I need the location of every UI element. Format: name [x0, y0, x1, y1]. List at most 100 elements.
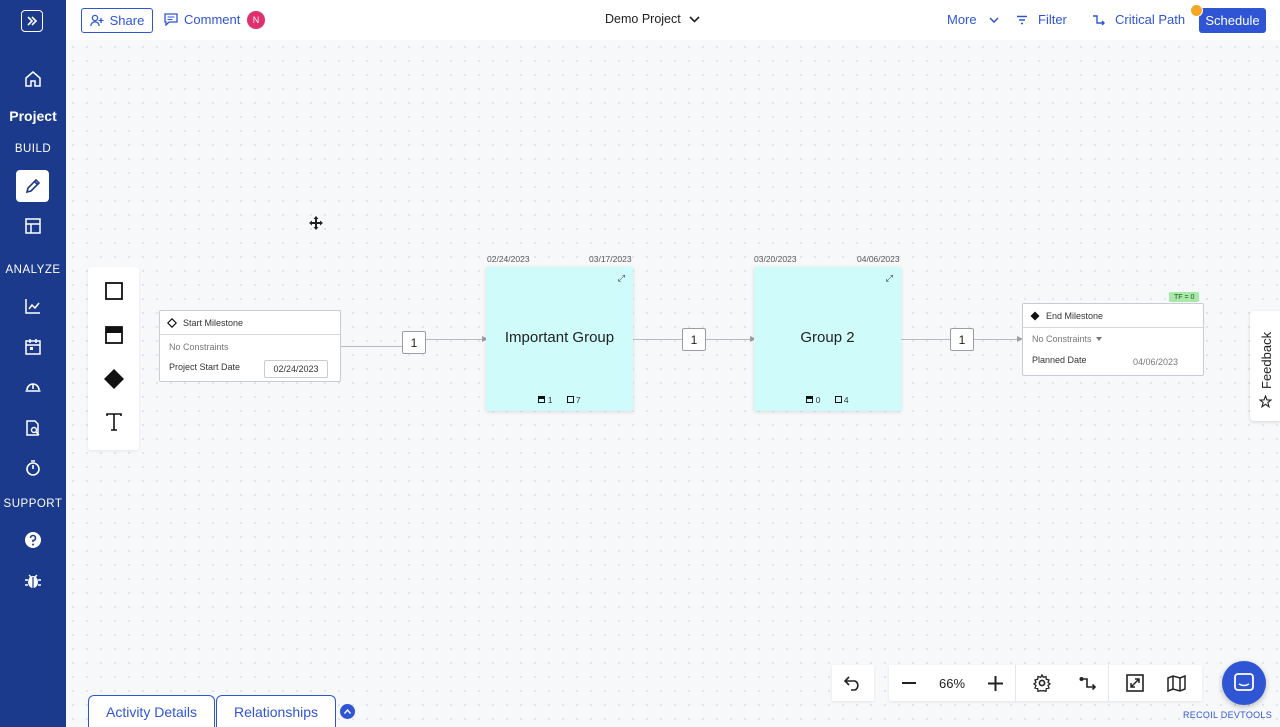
expand-icon[interactable]: ⤢	[885, 273, 893, 283]
shape-toolbox	[88, 267, 139, 450]
undo-group	[832, 665, 874, 701]
sidebar-item-layout[interactable]	[0, 217, 66, 235]
lag-box-2[interactable]: 1	[682, 328, 706, 351]
group-card-important[interactable]: ⤢ Important Group 1 7	[486, 267, 633, 411]
tool-activity[interactable]	[88, 282, 139, 300]
group1-end-date: 03/17/2023	[589, 254, 632, 264]
canvas-controls: 66%	[889, 665, 1202, 701]
start-milestone-card[interactable]: Start Milestone No Constraints Project S…	[159, 310, 341, 382]
comment-button[interactable]: Comment	[164, 12, 240, 27]
end-milestone-title: End Milestone	[1046, 310, 1104, 321]
activity-count: 4	[834, 395, 849, 405]
start-milestone-header: Start Milestone	[160, 311, 340, 335]
sidebar-item-timer[interactable]	[0, 459, 66, 477]
minimap-button[interactable]	[1161, 665, 1191, 701]
critical-path-button[interactable]: Critical Path	[1092, 12, 1185, 27]
critical-path-icon	[1093, 14, 1105, 25]
arrow-right-icon	[482, 336, 488, 342]
end-milestone-card[interactable]: End Milestone No Constraints Planned Dat…	[1022, 303, 1204, 376]
start-constraint: No Constraints	[169, 342, 229, 352]
critical-path-toggle[interactable]	[1068, 665, 1108, 701]
text-icon	[105, 413, 122, 431]
comment-icon	[164, 13, 178, 26]
divider	[1015, 665, 1016, 701]
chat-button[interactable]	[1222, 661, 1266, 705]
tab-activity-details[interactable]: Activity Details	[88, 695, 215, 727]
tool-text[interactable]	[88, 413, 139, 431]
sidebar-item-report[interactable]	[0, 419, 66, 437]
group-box-icon	[538, 396, 546, 403]
undo-button[interactable]	[832, 665, 872, 701]
total-float-badge: TF = 0	[1169, 292, 1200, 302]
tool-milestone[interactable]	[88, 369, 139, 389]
diamond-outline-icon	[167, 317, 177, 328]
expand-icon[interactable]: ⤢	[617, 273, 625, 283]
sidebar-item-edit[interactable]	[16, 170, 49, 202]
group-card-2[interactable]: ⤢ Group 2 0 4	[754, 267, 901, 411]
expand-panel-button[interactable]	[340, 704, 355, 719]
chat-icon	[1234, 673, 1254, 691]
group-box-icon	[104, 326, 123, 344]
critical-path-icon	[1079, 676, 1096, 690]
sidebar-item-safety[interactable]	[0, 378, 66, 396]
sidebar-section-build: BUILD	[14, 143, 52, 155]
recoil-devtools-link[interactable]: RECOIL DEVTOOLS	[1183, 710, 1273, 720]
end-date-value: 04/06/2023	[1133, 357, 1179, 367]
double-chevron-right-icon	[27, 16, 38, 26]
settings-button[interactable]	[1016, 665, 1068, 701]
plus-icon	[987, 675, 1003, 691]
critical-path-label: Critical Path	[1115, 12, 1186, 27]
divider	[1108, 665, 1109, 701]
tool-group[interactable]	[88, 326, 139, 344]
group1-start-date: 02/24/2023	[487, 254, 530, 264]
zoom-in-button[interactable]	[975, 665, 1015, 701]
sidebar-item-help[interactable]	[0, 531, 66, 549]
sidebar-item-bug[interactable]	[0, 572, 66, 590]
lag-box-1[interactable]: 1	[402, 331, 426, 354]
link-line	[341, 346, 402, 347]
sidebar-section-analyze: ANALYZE	[5, 264, 61, 276]
group2-counts: 0 4	[754, 395, 901, 405]
project-name: Demo Project	[605, 12, 681, 26]
group1-counts: 1 7	[486, 395, 633, 405]
start-date-input[interactable]: 02/24/2023	[264, 360, 328, 378]
filter-label: Filter	[1038, 12, 1067, 27]
feedback-tab[interactable]: Feedback	[1250, 311, 1280, 421]
map-icon	[1166, 674, 1186, 692]
share-button[interactable]: Share	[81, 8, 153, 33]
minus-icon	[902, 682, 916, 684]
arrow-right-icon	[1017, 336, 1023, 342]
line-chart-icon	[25, 299, 40, 314]
end-constraint-dropdown[interactable]: No Constraints	[1032, 334, 1102, 344]
fit-screen-icon	[1126, 674, 1144, 692]
diamond-icon	[103, 369, 124, 389]
avatar[interactable]: N	[247, 11, 265, 29]
zoom-level: 66%	[938, 675, 966, 691]
group-count: 1	[538, 395, 553, 405]
share-label: Share	[109, 13, 145, 28]
schedule-button[interactable]: Schedule	[1199, 8, 1266, 33]
project-selector[interactable]: Demo Project	[605, 12, 700, 26]
caret-down-icon	[1095, 337, 1102, 341]
sidebar-item-home[interactable]	[0, 70, 66, 88]
star-icon	[1259, 395, 1272, 408]
add-user-icon	[89, 14, 104, 27]
start-milestone-title: Start Milestone	[183, 317, 244, 328]
diamond-icon	[1030, 311, 1040, 320]
sidebar-item-chart[interactable]	[0, 297, 66, 315]
more-menu[interactable]: More	[947, 12, 999, 27]
zoom-out-button[interactable]	[889, 665, 929, 701]
fit-to-screen-button[interactable]	[1109, 665, 1161, 701]
group2-name: Group 2	[800, 329, 855, 346]
network-canvas[interactable]	[66, 40, 1280, 727]
group2-end-date: 04/06/2023	[857, 254, 900, 264]
group-box-icon	[806, 396, 814, 403]
chevron-down-icon	[989, 16, 999, 23]
help-icon	[25, 532, 41, 548]
sidebar-item-calendar[interactable]	[0, 338, 66, 356]
lag-box-3[interactable]: 1	[950, 328, 974, 351]
arrow-right-icon	[750, 336, 756, 342]
tab-relationships[interactable]: Relationships	[216, 695, 336, 727]
filter-button[interactable]: Filter	[1016, 12, 1067, 27]
expand-sidebar-button[interactable]	[21, 10, 43, 32]
